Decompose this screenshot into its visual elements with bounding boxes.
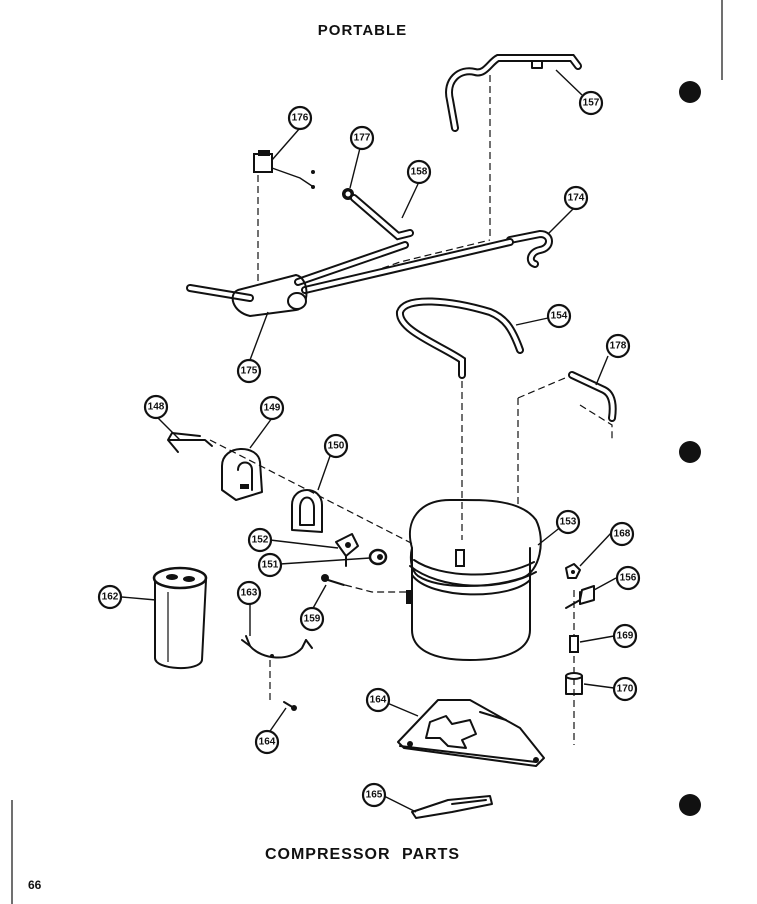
part-157-discharge-tube — [445, 54, 582, 132]
svg-text:152: 152 — [252, 535, 269, 546]
callout-177: 177 — [349, 125, 375, 151]
svg-text:164: 164 — [370, 695, 387, 706]
svg-text:163: 163 — [241, 588, 258, 599]
punch-hole-top — [679, 81, 701, 103]
callout-148: 148 — [143, 394, 169, 420]
part-175-muffler — [186, 238, 514, 317]
svg-text:164: 164 — [259, 737, 276, 748]
svg-text:158: 158 — [411, 167, 428, 178]
svg-text:154: 154 — [551, 311, 568, 322]
callout-159: 159 — [299, 606, 325, 632]
part-148-clip — [167, 432, 213, 453]
punch-hole-bottom — [679, 794, 701, 816]
svg-text:177: 177 — [354, 133, 371, 144]
svg-text:178: 178 — [610, 341, 627, 352]
callout-175: 175 — [236, 358, 262, 384]
punch-hole-middle — [679, 441, 701, 463]
callout-169: 169 — [612, 623, 638, 649]
svg-text:151: 151 — [262, 560, 279, 571]
callout-170: 170 — [612, 676, 638, 702]
part-178-tube — [568, 371, 617, 422]
svg-text:176: 176 — [292, 113, 309, 124]
part-162-capacitor — [152, 566, 208, 670]
callout-156: 156 — [615, 565, 641, 591]
svg-text:157: 157 — [583, 98, 600, 109]
diagram-caption: COMPRESSOR PARTS — [264, 846, 461, 863]
part-170-grommet — [565, 672, 583, 695]
callout-157: 157 — [578, 90, 604, 116]
callout-178: 178 — [605, 333, 631, 359]
svg-text:170: 170 — [617, 684, 634, 695]
callout-164-screw: 164 — [254, 729, 280, 755]
callout-164-base: 164 — [365, 687, 391, 713]
svg-text:162: 162 — [102, 592, 119, 603]
svg-text:150: 150 — [328, 441, 345, 452]
callout-174: 174 — [563, 185, 589, 211]
callout-163: 163 — [236, 580, 262, 606]
svg-text:168: 168 — [614, 529, 631, 540]
part-154-suction-tube — [396, 297, 524, 379]
part-168-nut — [565, 563, 581, 579]
page-number: 66 — [28, 878, 42, 892]
callout-162: 162 — [97, 584, 123, 610]
part-149-terminal-cover — [221, 448, 263, 501]
callout-158: 158 — [406, 159, 432, 185]
callout-149: 149 — [259, 395, 285, 421]
part-164-screw — [283, 701, 297, 711]
part-163-capacitor-strap — [241, 635, 313, 659]
part-174-tube — [506, 229, 553, 268]
svg-text:165: 165 — [366, 790, 383, 801]
svg-text:148: 148 — [148, 402, 165, 413]
svg-text:175: 175 — [241, 366, 258, 377]
svg-text:169: 169 — [617, 631, 634, 642]
svg-text:153: 153 — [560, 517, 577, 528]
callout-150: 150 — [323, 433, 349, 459]
part-158-tube — [350, 194, 414, 241]
part-159-screw — [321, 574, 345, 586]
callout-152: 152 — [247, 527, 273, 553]
callout-176: 176 — [287, 105, 313, 131]
part-152-relay — [335, 533, 359, 567]
callout-leader-lines — [121, 69, 617, 813]
part-164-base-plate — [397, 699, 545, 767]
svg-text:174: 174 — [568, 193, 585, 204]
part-156-bracket — [565, 585, 595, 609]
part-165-strip — [411, 795, 493, 819]
svg-text:149: 149 — [264, 403, 281, 414]
part-153-compressor — [406, 498, 542, 661]
callout-165: 165 — [361, 782, 387, 808]
callout-151: 151 — [257, 552, 283, 578]
part-150-gasket — [291, 489, 323, 533]
part-169-spacer — [569, 635, 579, 653]
svg-text:156: 156 — [620, 573, 637, 584]
callout-154: 154 — [546, 303, 572, 329]
callout-153: 153 — [555, 509, 581, 535]
part-151-grommet — [368, 548, 388, 566]
callout-168: 168 — [609, 521, 635, 547]
svg-text:159: 159 — [304, 614, 321, 625]
page-title: PORTABLE — [317, 22, 408, 39]
part-176-terminal-connector — [253, 150, 315, 189]
